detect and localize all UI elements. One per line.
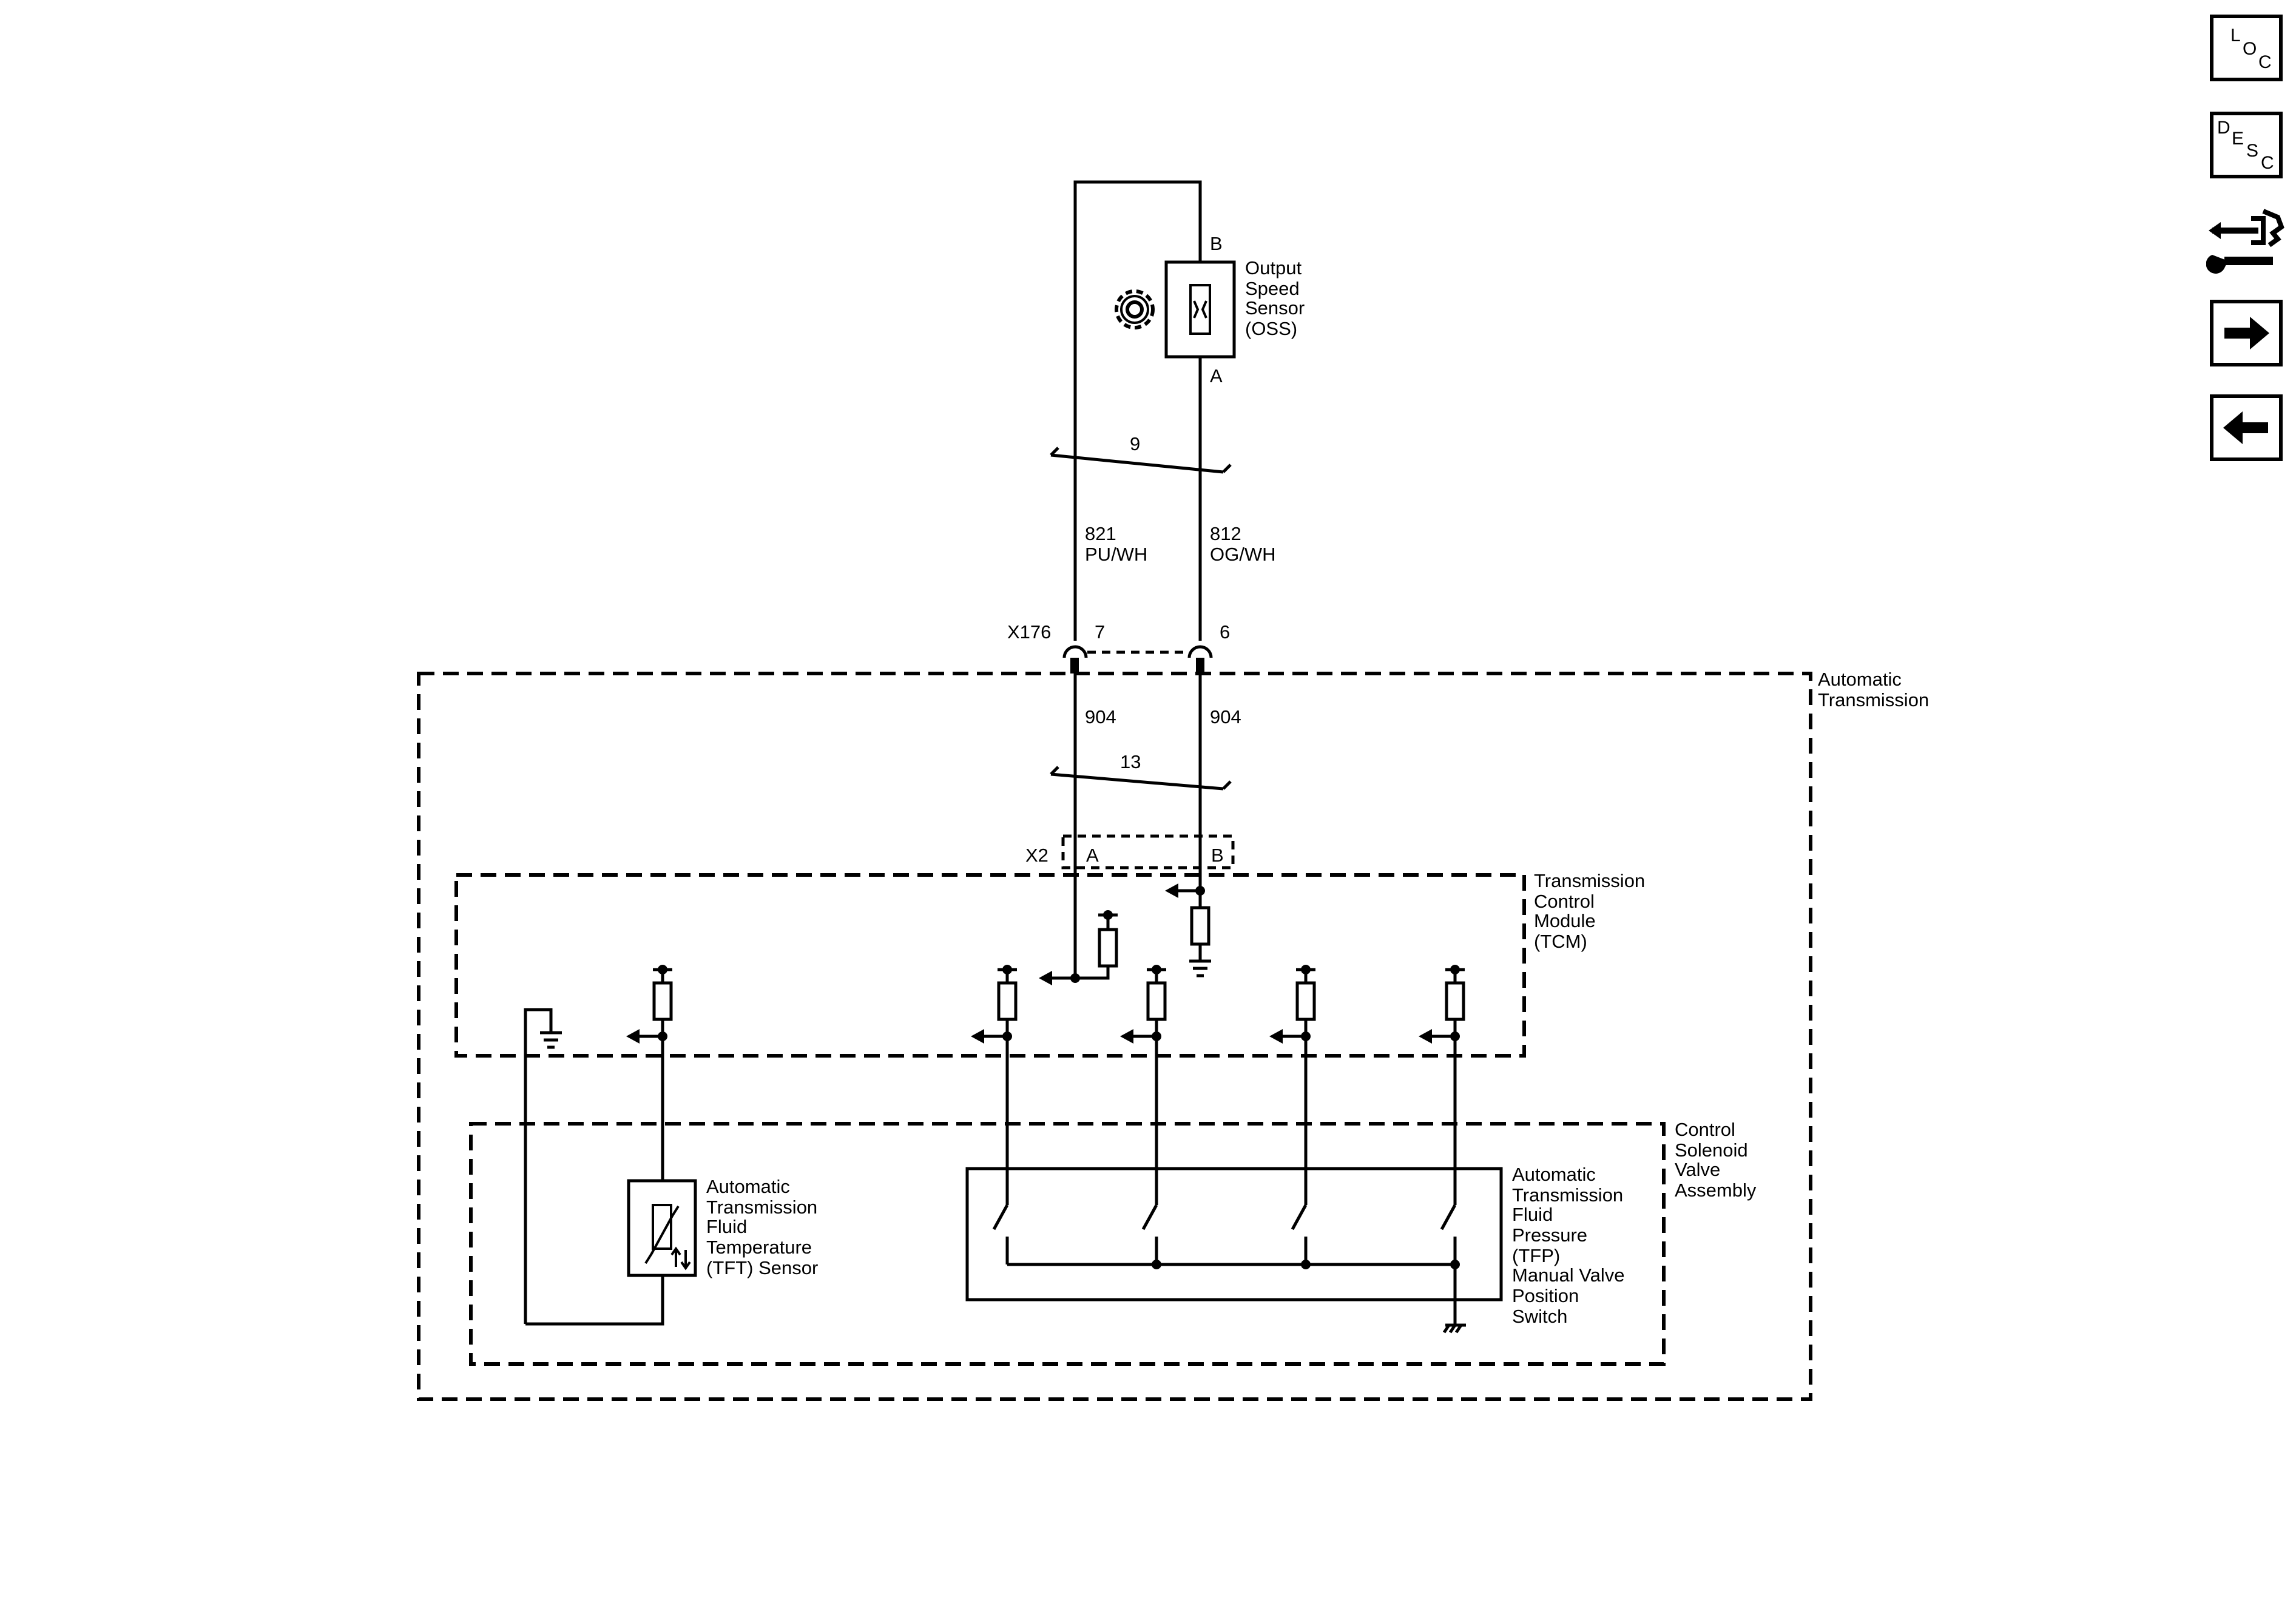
- automatic-transmission-label: Automatic Transmission: [1818, 669, 1929, 711]
- description-button[interactable]: D E S C: [2210, 112, 2283, 178]
- loc-letter: L: [2230, 25, 2241, 46]
- tcm-ground-reference: [524, 1008, 562, 1324]
- tcm-pullup-tfp-2: [1120, 965, 1167, 1193]
- wire-label-left: 821 PU/WH: [1085, 523, 1147, 565]
- tcm-oss-input-a: [1039, 910, 1118, 985]
- tft-sensor: [525, 1179, 697, 1326]
- wire-label-right: 812 OG/WH: [1210, 523, 1276, 565]
- tcm-label: Transmission Control Module (TCM): [1534, 870, 1650, 952]
- control-solenoid-valve-assembly-label: Control Solenoid Valve Assembly: [1675, 1119, 1757, 1201]
- tfp-switch-label: Automatic Transmission Fluid Pressure (T…: [1512, 1164, 1630, 1327]
- oss-label: Output Speed Sensor (OSS): [1245, 257, 1310, 339]
- x2-pin-b: B: [1211, 845, 1224, 866]
- tcm-boundary: [454, 873, 1526, 1058]
- tcm-pullup-tfp-3: [1269, 965, 1316, 1193]
- tfp-switch: [965, 1167, 1503, 1334]
- automatic-transmission-boundary: [417, 672, 1812, 1401]
- desc-letter: E: [2232, 129, 2244, 149]
- gear-icon: [1115, 289, 1155, 329]
- twist-count-label: 9: [1130, 433, 1140, 454]
- harness-label-right: 904: [1210, 706, 1241, 727]
- arrow-left-icon: [2223, 411, 2268, 444]
- harness-label-left: 904: [1085, 706, 1116, 727]
- tcm-oss-input-b: [1165, 883, 1211, 977]
- twist-count-label: 13: [1120, 751, 1141, 772]
- connector-wrench-icon: [2206, 209, 2284, 274]
- oss-pin-b: B: [1210, 233, 1223, 254]
- x2-pin-a: A: [1086, 845, 1099, 866]
- twisted-pair-marker-9: [1050, 447, 1232, 474]
- x176-pin-6: 6: [1220, 621, 1230, 643]
- control-solenoid-valve-assembly-boundary: [469, 1122, 1666, 1366]
- connector-x2: [1061, 834, 1235, 869]
- tcm-pullup-tfp-1: [971, 965, 1018, 1193]
- location-button[interactable]: L O C: [2210, 15, 2283, 81]
- previous-page-button[interactable]: [2210, 394, 2283, 461]
- loc-letter: C: [2258, 52, 2272, 72]
- tcm-pullup-tft: [626, 965, 673, 1181]
- desc-letter: S: [2246, 141, 2259, 161]
- twisted-pair-marker-13: [1050, 766, 1232, 791]
- connector-wrench-button[interactable]: [2206, 200, 2285, 279]
- connector-x176-label: X176: [1007, 621, 1051, 643]
- next-page-button[interactable]: [2210, 300, 2283, 366]
- tft-sensor-label: Automatic Transmission Fluid Temperature…: [706, 1176, 823, 1278]
- desc-letter: C: [2261, 153, 2274, 173]
- desc-letter: D: [2217, 118, 2230, 138]
- arrow-right-icon: [2224, 317, 2269, 349]
- tcm-pullup-tfp-4: [1419, 965, 1465, 1193]
- connector-x176: [1062, 645, 1213, 673]
- loc-letter: O: [2243, 39, 2257, 59]
- x176-pin-7: 7: [1095, 621, 1105, 643]
- output-speed-sensor: [1115, 260, 1236, 359]
- connector-x2-label: X2: [1025, 845, 1048, 866]
- oss-pin-a: A: [1210, 365, 1223, 387]
